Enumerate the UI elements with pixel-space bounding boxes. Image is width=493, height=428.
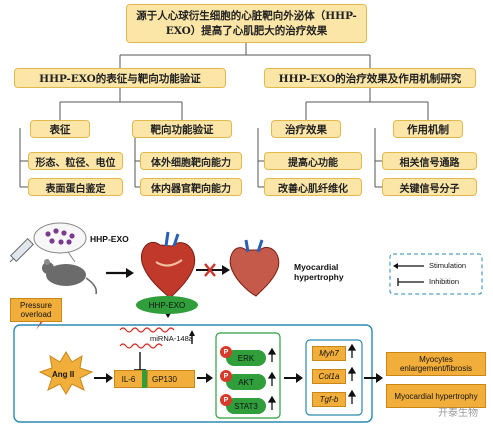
right-section-box: HHP-EXO的治疗效果及作用机制研究 [264, 68, 476, 88]
hhp-exo-ellipse: HHP-EXO [136, 296, 198, 314]
effect-box: 治疗效果 [271, 120, 341, 138]
il6-box: IL-6 [114, 370, 142, 388]
target-box: 靶向功能验证 [132, 120, 232, 138]
effect-item: 改善心肌纤维化 [278, 183, 348, 195]
mech-box: 作用机制 [393, 120, 463, 138]
myocardial-hypertrophy-label: Myocardial hypertrophy [294, 262, 344, 282]
pressure-overload-box: Pressure overload [10, 298, 62, 322]
outcome-text: Myocardial hypertrophy [394, 391, 478, 401]
gene-text: Myh7 [319, 349, 339, 358]
target-item-box: 体内器官靶向能力 [140, 178, 242, 196]
char-item-box: 形态、粒径、电位 [28, 152, 123, 170]
outcome-box: Myocytes enlargement/fibrosis [386, 352, 486, 376]
left-section-heading: HHP-EXO的表征与靶向功能验证 [39, 72, 201, 85]
effect-heading: 治疗效果 [285, 123, 327, 136]
legend-inhibition: Inhibition [429, 277, 460, 286]
left-section-box: HHP-EXO的表征与靶向功能验证 [14, 68, 226, 88]
title-box: 源于人心球衍生细胞的心脏靶向外泌体（HHP-EXO）提高了心肌肥大的治疗效果 [126, 4, 367, 43]
heart-icon [140, 231, 196, 299]
char-heading: 表征 [49, 123, 71, 136]
pathway-frame [13, 324, 373, 423]
char-item: 表面蛋白鉴定 [45, 183, 106, 195]
gene-box: Col1a [312, 369, 346, 384]
erk-pill: ERK [226, 350, 266, 366]
ang-burst [38, 351, 94, 395]
mech-item-box: 相关信号通路 [382, 152, 477, 170]
mech-item-box: 关键信号分子 [382, 178, 477, 196]
pressure-overload-text: Pressure overload [19, 301, 52, 319]
phospho-icon: P [220, 394, 232, 406]
target-item-box: 体外细胞靶向能力 [140, 152, 242, 170]
gene-box: Tgf-b [312, 392, 346, 407]
stat3-text: STAT3 [234, 401, 258, 411]
akt-pill: AKT [226, 374, 266, 390]
receptor-bar [142, 370, 147, 388]
phospho-icon: P [220, 370, 232, 382]
outcome-box: Myocardial hypertrophy [386, 384, 486, 408]
effect-item-box: 提高心功能 [264, 152, 362, 170]
gene-box: Myh7 [312, 346, 346, 361]
gp130-text: GP130 [152, 374, 177, 384]
stat3-pill: STAT3 [226, 398, 266, 414]
mirna-squiggle-icon [119, 327, 175, 333]
mouse-icon [42, 259, 98, 295]
target-heading: 靶向功能验证 [150, 123, 214, 136]
target-item: 体内器官靶向能力 [151, 183, 231, 195]
gene-text: Col1a [318, 372, 340, 381]
watermark: 开泰生物 [438, 408, 478, 419]
outcome-text: Myocytes enlargement/fibrosis [399, 355, 473, 373]
mech-heading: 作用机制 [407, 123, 449, 136]
block-x-icon [204, 263, 216, 277]
il6-text: IL-6 [121, 374, 136, 384]
ang-label: Ang II [52, 370, 75, 379]
legend-box [389, 253, 483, 295]
target-item: 体外细胞靶向能力 [151, 157, 231, 169]
mech-item: 相关信号通路 [399, 157, 460, 169]
exosome-vial-icon [33, 222, 87, 263]
hypertrophic-heart-icon [229, 239, 280, 297]
gp130-box: GP130 [147, 370, 195, 388]
effect-item-box: 改善心肌纤维化 [264, 178, 362, 196]
hhp-exo-label: HHP-EXO [90, 234, 129, 244]
akt-text: AKT [238, 377, 254, 387]
gene-text: Tgf-b [319, 395, 339, 404]
erk-text: ERK [237, 353, 255, 363]
mirna-label: miRNA-148a [150, 334, 193, 343]
phospho-icon: P [220, 346, 232, 358]
right-section-heading: HHP-EXO的治疗效果及作用机制研究 [278, 72, 462, 85]
char-box: 表征 [30, 120, 90, 138]
mech-item: 关键信号分子 [399, 183, 460, 195]
title-text: 源于人心球衍生细胞的心脏靶向外泌体（HHP-EXO）提高了心肌肥大的治疗效果 [136, 9, 357, 37]
char-item: 形态、粒径、电位 [35, 157, 116, 169]
legend-stimulation: Stimulation [429, 261, 467, 270]
effect-item: 提高心功能 [288, 157, 338, 169]
hhp-exo-ellipse-text: HHP-EXO [148, 300, 186, 310]
syringe-icon [9, 237, 35, 263]
char-item-box: 表面蛋白鉴定 [28, 178, 123, 196]
